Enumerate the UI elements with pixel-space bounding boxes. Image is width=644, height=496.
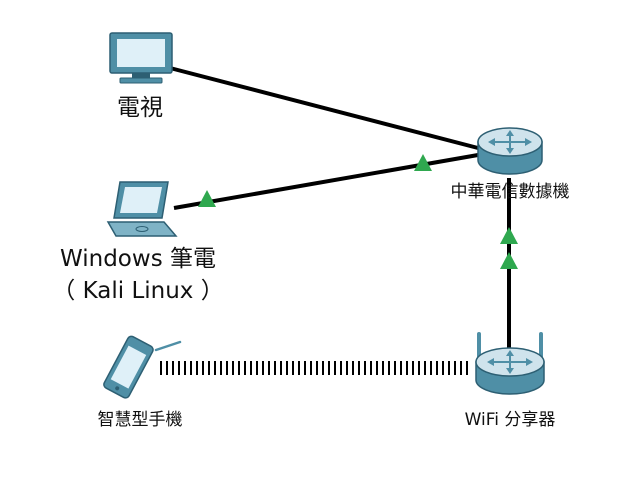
phone-label: 智慧型手機 <box>97 410 183 430</box>
router-icon[interactable] <box>476 126 544 176</box>
laptop-label-line2: （ Kali Linux ） <box>52 278 224 304</box>
link-status-up-indicator-router-laptop <box>414 154 432 171</box>
link-status-up-indicator-laptop <box>198 190 216 207</box>
tv-monitor-icon[interactable] <box>108 31 174 85</box>
laptop-icon[interactable] <box>106 180 178 240</box>
router-label: 中華電信數據機 <box>450 182 570 202</box>
wireless-router-icon[interactable] <box>470 332 550 398</box>
wifi-label: WiFi 分享器 <box>464 410 556 430</box>
link-status-up-indicator-router-wifi-lower <box>500 252 518 269</box>
tv-label: 電視 <box>117 95 163 121</box>
link-tv-router <box>169 66 479 150</box>
laptop-label-line1: Windows 筆電 <box>60 246 216 272</box>
link-status-up-indicator-router-wifi-upper <box>500 227 518 244</box>
smartphone-icon[interactable] <box>94 335 186 399</box>
link-laptop-router <box>173 153 479 210</box>
